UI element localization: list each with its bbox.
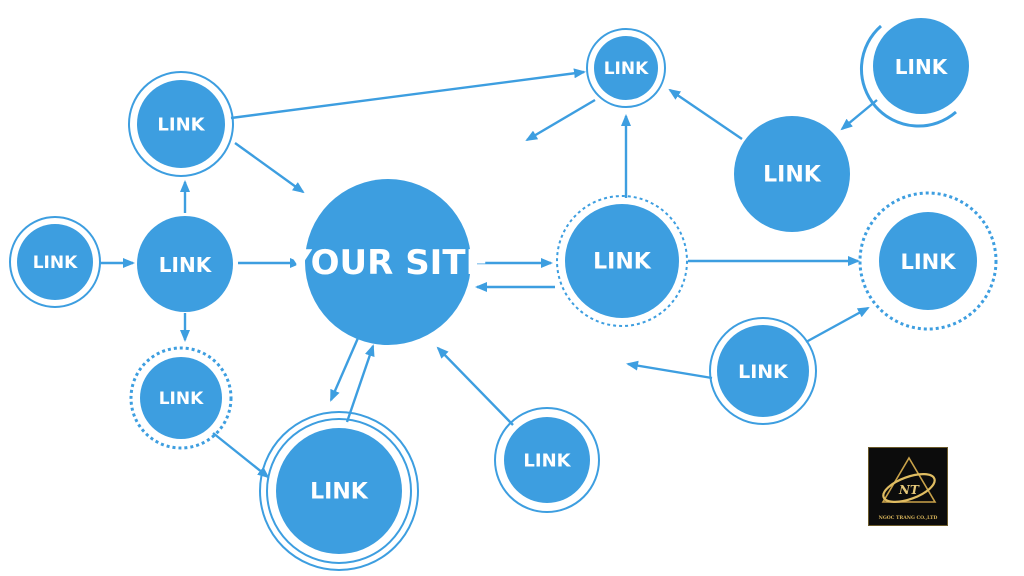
link-node: LINK [859, 18, 969, 128]
link-label: LINK [738, 361, 789, 383]
node-circle [594, 36, 658, 100]
edges [100, 68, 878, 479]
node-circle [305, 179, 471, 345]
edge-arrow [329, 337, 360, 402]
link-node: LINK [129, 346, 233, 450]
link-label: LINK [763, 163, 822, 188]
edge-arrow [525, 98, 596, 142]
link-node: LINK [128, 71, 234, 177]
node-circle [879, 212, 977, 310]
edge-arrow [230, 68, 586, 120]
node-ring [709, 317, 817, 425]
link-node: LINK [586, 28, 666, 108]
node-circle [17, 224, 93, 300]
node-circle [140, 357, 222, 439]
node-ring [128, 71, 234, 177]
link-node: LINK [494, 407, 600, 513]
node-circle [276, 428, 402, 554]
link-node: LINK [734, 116, 850, 232]
edge-arrow [626, 360, 713, 380]
node-ring [266, 418, 412, 564]
link-node: LINK [259, 411, 419, 571]
company-logo: NT NGOC TRANG CO.,LTD [868, 447, 948, 526]
node-ring [859, 24, 957, 128]
node-circle [565, 204, 679, 318]
edge-arrow [345, 344, 375, 423]
node-circle [137, 80, 225, 168]
node-ring [858, 191, 998, 331]
link-label: LINK [33, 253, 78, 273]
link-label: LINK [310, 480, 369, 505]
link-label: LINK [159, 253, 213, 277]
link-node: LINK [137, 216, 233, 312]
node-ring [129, 346, 233, 450]
node-circle [137, 216, 233, 312]
node-circle [504, 417, 590, 503]
link-node: LINK [858, 191, 998, 331]
edge-arrow [805, 306, 870, 344]
node-circle [734, 116, 850, 232]
edge-arrow [212, 432, 270, 479]
link-label: LINK [900, 250, 956, 274]
link-label: LINK [604, 59, 649, 79]
nodes: YOUR SITE LINK LINK LINK LINK LINK LINK LINK LIN… [9, 18, 998, 571]
logo-monogram: NT [898, 483, 920, 497]
edge-arrow [668, 88, 743, 140]
edge-arrow [436, 346, 514, 426]
node-ring [494, 407, 600, 513]
your-site-node: YOUR SITE [286, 179, 489, 345]
node-ring [586, 28, 666, 108]
edge-arrow [840, 99, 878, 131]
link-node: LINK [556, 195, 688, 327]
logo-caption: NGOC TRANG CO.,LTD [878, 516, 938, 521]
node-circle [873, 18, 969, 114]
node-circle [717, 325, 809, 417]
node-ring [9, 216, 101, 308]
link-node: LINK [709, 317, 817, 425]
node-outer-ring [259, 411, 419, 571]
link-label: LINK [593, 250, 652, 275]
link-node: LINK [9, 216, 101, 308]
link-label: LINK [159, 389, 204, 409]
your-site-label: YOUR SITE [286, 243, 489, 283]
logo-emblem-icon: NT [881, 456, 937, 503]
link-label: LINK [895, 55, 949, 79]
link-label: LINK [523, 451, 571, 472]
link-label: LINK [157, 115, 205, 136]
node-ring [556, 195, 688, 327]
edge-arrow [234, 142, 305, 194]
